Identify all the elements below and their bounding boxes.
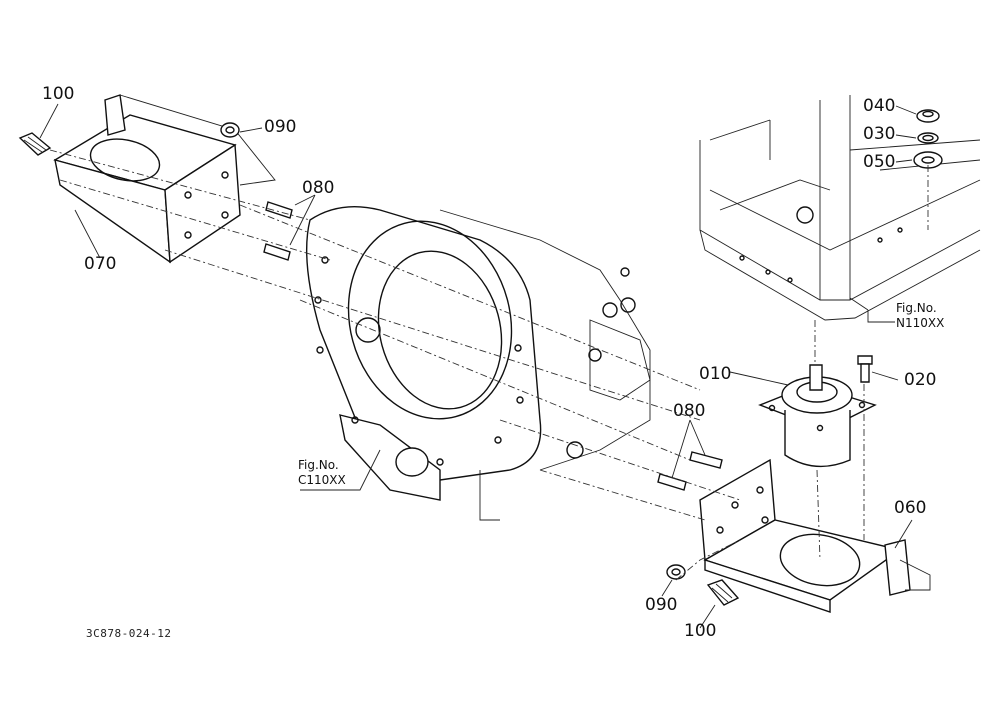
callout-080-top: 080 — [302, 178, 335, 198]
callout-070: 070 — [84, 254, 117, 274]
housing-c110 — [305, 205, 651, 521]
callout-010: 010 — [699, 364, 732, 384]
assembly-lines — [49, 149, 929, 581]
nut-090-bottom — [666, 564, 686, 580]
studs-080-top — [263, 201, 293, 261]
fig-ref-n110-line2: N110XX — [896, 316, 945, 330]
bolt-100-top — [18, 132, 52, 156]
fig-ref-c110-line1: Fig.No. — [298, 458, 339, 472]
callout-100-top: 100 — [42, 84, 75, 104]
studs-080-mid — [657, 451, 723, 491]
motor-010 — [758, 364, 877, 468]
bolt-020 — [857, 355, 873, 383]
fig-ref-c110-line2: C110XX — [298, 473, 346, 487]
bolt-100-bottom — [706, 579, 740, 606]
frame-n110 — [699, 95, 981, 321]
callout-020: 020 — [904, 370, 937, 390]
callout-100-bottom: 100 — [684, 621, 717, 641]
leader-lines — [39, 103, 917, 629]
fig-ref-c110: Fig.No. C110XX — [298, 458, 346, 488]
drawing-code: 3C878-024-12 — [86, 627, 172, 640]
nut-090-top — [220, 122, 240, 138]
bracket-060 — [699, 458, 931, 613]
fig-ref-n110: Fig.No. N110XX — [896, 301, 944, 331]
washer-stack — [913, 109, 943, 169]
bracket-070 — [53, 94, 276, 264]
callout-090-bottom: 090 — [645, 595, 678, 615]
callout-050: 050 — [863, 152, 896, 172]
callout-060: 060 — [894, 498, 927, 518]
callout-030: 030 — [863, 124, 896, 144]
fig-ref-n110-line1: Fig.No. — [896, 301, 937, 315]
callout-090-top: 090 — [264, 117, 297, 137]
callout-080-mid: 080 — [673, 401, 706, 421]
callout-040: 040 — [863, 96, 896, 116]
